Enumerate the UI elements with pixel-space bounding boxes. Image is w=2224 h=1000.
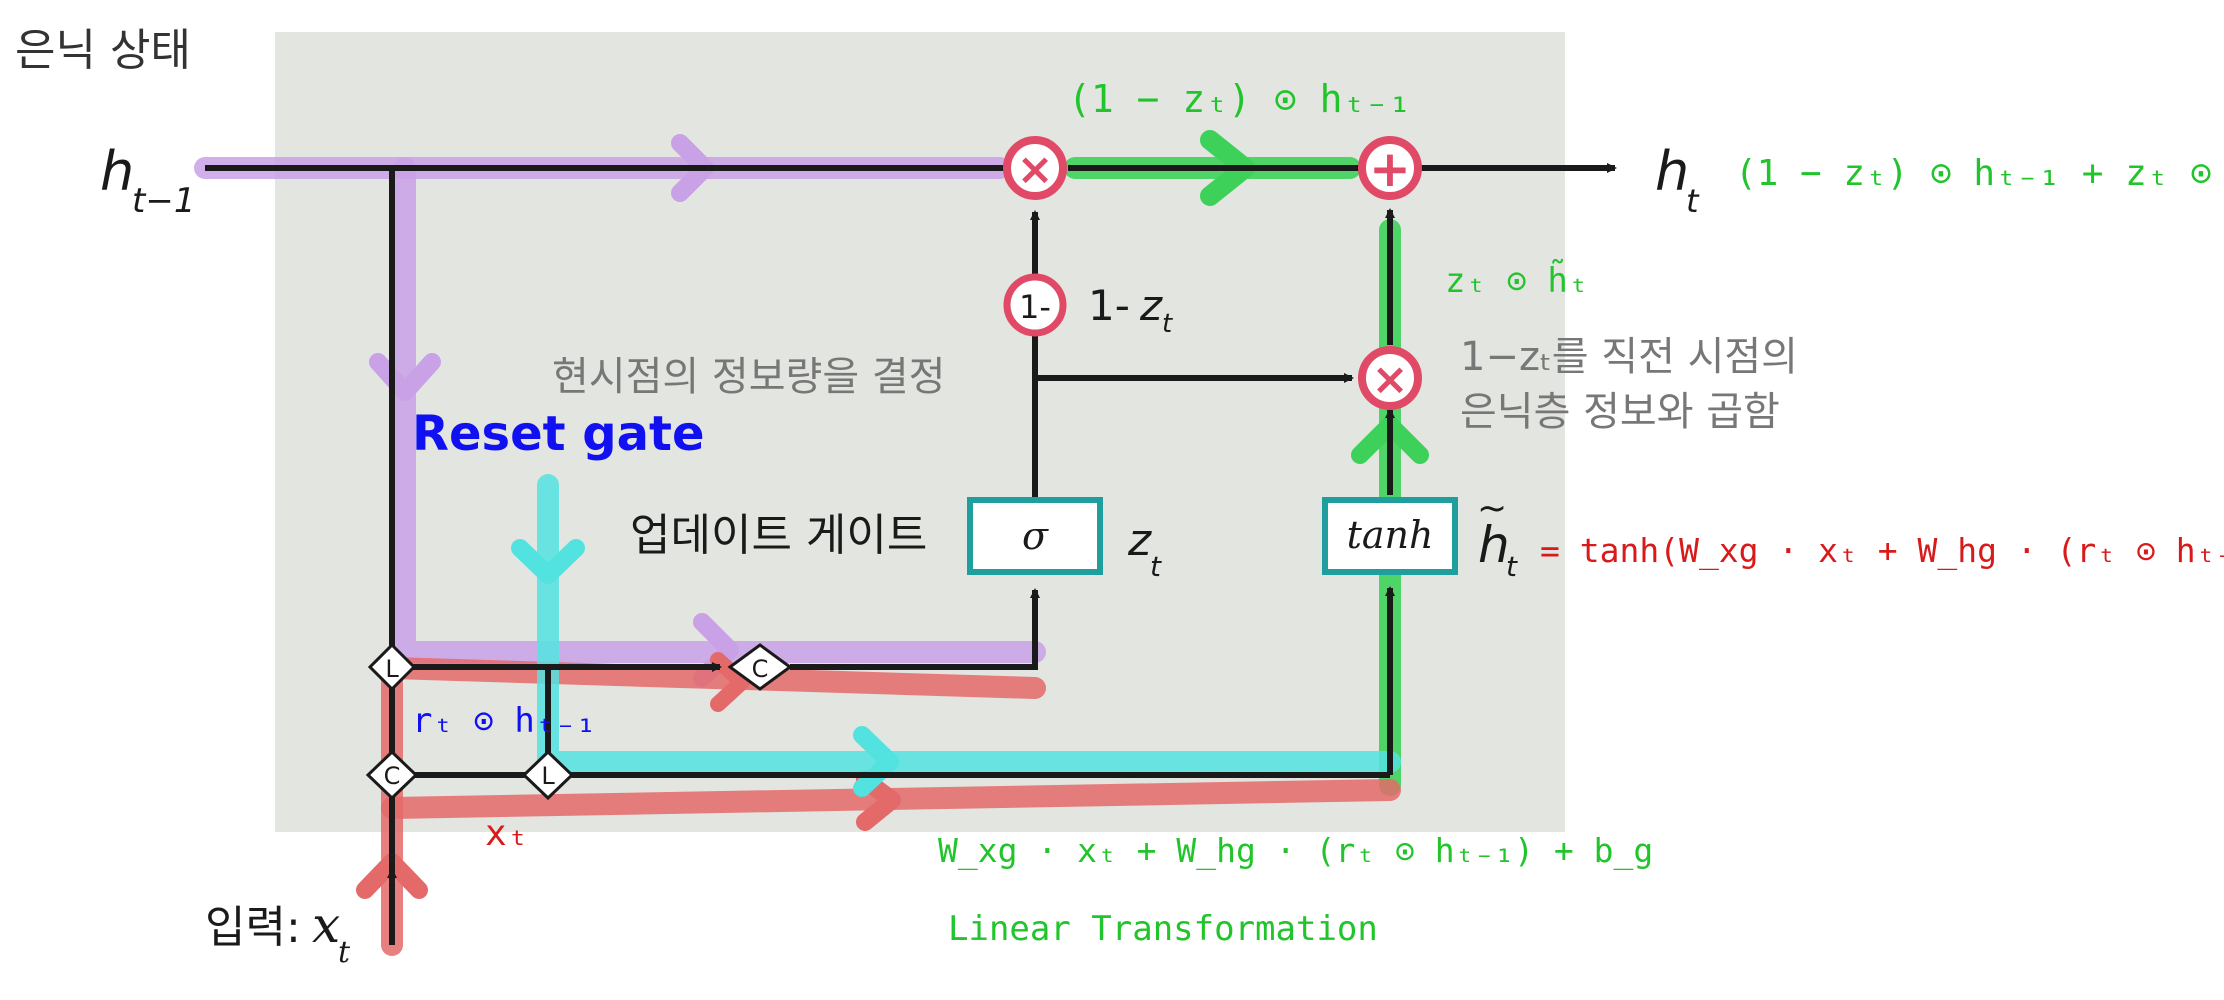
- concat-node-bottom: C: [365, 749, 419, 801]
- mult-symbol: ×: [1017, 144, 1054, 195]
- htilde-base: h: [1478, 516, 1510, 574]
- reset-gate-annotation: Reset gate: [412, 406, 705, 462]
- update-gate-desc: 현시점의 정보량을 결정: [552, 354, 945, 400]
- h-prev-base: h: [100, 140, 134, 203]
- htilde-formula-annotation: = tanh(W_xg · xₜ + W_hg · (rₜ ⊙ hₜ₋₁) + …: [1540, 531, 2224, 571]
- cyan-chevron-down: [511, 539, 585, 584]
- add-symbol: +: [1369, 140, 1411, 198]
- h-prev-label: h t−1: [100, 140, 195, 221]
- z-base: z: [1127, 515, 1152, 566]
- one-minus-z-sub: t: [1162, 309, 1173, 339]
- x-sub: t: [338, 935, 351, 970]
- purple-path-down: [394, 157, 1046, 663]
- htilde-sub: t: [1506, 550, 1518, 583]
- tanh-symbol: tanh: [1347, 513, 1434, 557]
- split-symbol-bottom: L: [541, 762, 555, 790]
- one-minus-z-var: z: [1139, 281, 1163, 330]
- mult-node-mid: ×: [1358, 346, 1422, 410]
- z-label: z t: [1127, 515, 1162, 583]
- linear-transformation-annotation: Linear Transformation: [948, 909, 1378, 949]
- h-out-base: h: [1655, 140, 1689, 203]
- sigma-box: σ: [967, 497, 1103, 575]
- one-minus-node: 1-: [1003, 273, 1067, 337]
- r-h-annotation: rₜ ⊙ hₜ₋₁: [412, 701, 596, 741]
- x-t-annotation: xₜ: [485, 813, 528, 854]
- split-symbol-top: L: [385, 655, 399, 683]
- concat-node-top: C: [727, 643, 793, 691]
- z-htilde-annotation: zₜ ⊙ h̃ₜ: [1445, 258, 1588, 301]
- linear-formula-annotation: W_xg · xₜ + W_hg · (rₜ ⊙ hₜ₋₁) + b_g: [938, 831, 1653, 871]
- mult-desc-line2: 은닉층 정보와 곱함: [1460, 389, 1780, 435]
- red-chevron-right-2: [710, 652, 750, 712]
- x-input-label: 입력: x t: [205, 896, 351, 970]
- h-prev-sub: t−1: [132, 181, 195, 221]
- htilde-tilde: ~: [1477, 488, 1507, 529]
- diagram-title: 은닉 상태: [15, 25, 191, 76]
- update-gate-label: 업데이트 게이트: [630, 510, 927, 561]
- h-out-sub: t: [1686, 182, 1700, 220]
- mult-desc-line1: 1−zₜ를 직전 시점의: [1460, 334, 1798, 380]
- one-minus-z-prefix: 1-: [1088, 281, 1130, 330]
- connection-lines: [205, 163, 1617, 945]
- sigma-symbol: σ: [1022, 514, 1049, 558]
- output-formula-annotation: (1 − zₜ) ⊙ hₜ₋₁ + zₜ ⊙ h̃ₜ: [1735, 149, 2224, 194]
- purple-chevron-down: [369, 353, 441, 401]
- tanh-box: tanh: [1322, 497, 1458, 575]
- split-node-bottom: L: [521, 749, 575, 801]
- h-out-label: h t: [1655, 140, 1700, 220]
- one-minus-z-label: 1- z t: [1088, 281, 1173, 339]
- z-sub: t: [1150, 550, 1162, 583]
- x-base: x: [312, 896, 340, 954]
- htilde-label: ~ h t: [1477, 488, 1518, 583]
- cyan-chevron-right: [853, 726, 899, 797]
- concat-symbol-bottom: C: [384, 762, 401, 790]
- one-minus-symbol: 1-: [1019, 288, 1051, 326]
- x-prefix: 입력:: [205, 902, 301, 953]
- concat-to-sigma-line: [790, 590, 1038, 670]
- one-minus-z-h-annotation: (1 − zₜ) ⊙ hₜ₋₁: [1068, 77, 1411, 121]
- mult-node-top: ×: [1003, 136, 1067, 200]
- split-node-top: L: [367, 642, 417, 692]
- add-node: +: [1358, 136, 1422, 200]
- concat-symbol-top: C: [752, 655, 769, 683]
- mult-symbol-mid: ×: [1372, 354, 1409, 405]
